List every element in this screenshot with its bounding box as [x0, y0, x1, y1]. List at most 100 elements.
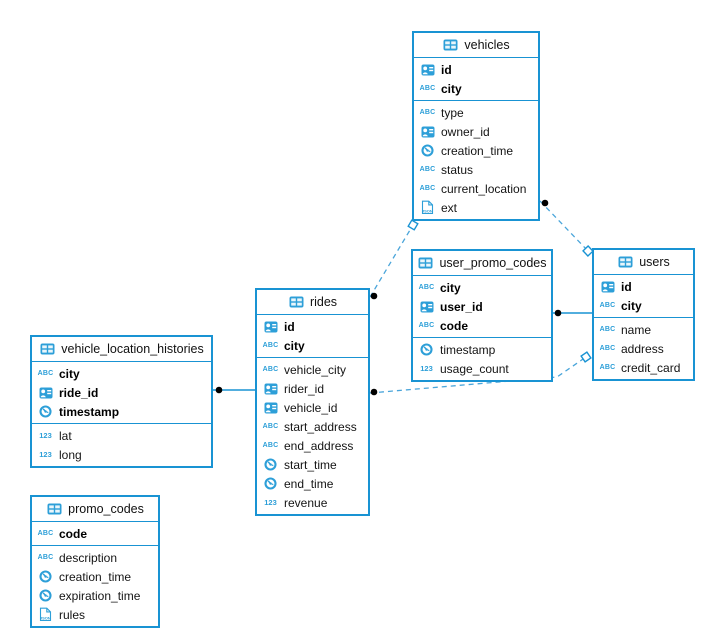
fk-end-dot [370, 292, 378, 300]
field-row-city[interactable]: ABC city [414, 79, 538, 98]
field-row-rider_id[interactable]: rider_id [257, 379, 368, 398]
field-name: end_address [284, 438, 354, 453]
field-name: creation_time [441, 143, 514, 158]
table-title: user_promo_codes [439, 256, 547, 270]
svg-text:JSON: JSON [40, 615, 51, 620]
field-name: timestamp [59, 404, 120, 419]
json-icon: JSON [419, 200, 436, 215]
field-row-owner_id[interactable]: owner_id [414, 122, 538, 141]
field-row-vehicle_id[interactable]: vehicle_id [257, 398, 368, 417]
relationship-vehicles-users[interactable] [539, 200, 589, 252]
field-row-end_address[interactable]: ABC end_address [257, 436, 368, 455]
field-row-id[interactable]: id [257, 317, 368, 336]
abc-icon: ABC [262, 442, 279, 449]
field-name: user_id [440, 299, 483, 314]
abc-icon: ABC [262, 342, 279, 349]
field-name: start_time [284, 457, 337, 472]
id-card-icon [599, 281, 616, 293]
field-name: owner_id [441, 124, 490, 139]
field-row-expiration_time[interactable]: expiration_time [32, 586, 158, 605]
field-row-id[interactable]: id [414, 60, 538, 79]
field-row-end_time[interactable]: end_time [257, 474, 368, 493]
field-row-city[interactable]: ABC city [413, 278, 551, 297]
field-name: code [440, 318, 469, 333]
field-row-start_time[interactable]: start_time [257, 455, 368, 474]
abc-icon: ABC [419, 185, 436, 192]
fk-end-dot [215, 386, 223, 394]
field-row-timestamp[interactable]: timestamp [32, 402, 211, 421]
abc-icon: ABC [262, 423, 279, 430]
table-title: promo_codes [68, 502, 144, 516]
field-row-ride_id[interactable]: ride_id [32, 383, 211, 402]
field-name: city [284, 338, 305, 353]
number-123-icon: 123 [39, 449, 52, 459]
field-name: credit_card [621, 360, 681, 375]
field-name: ride_id [59, 385, 99, 400]
table-header-rides[interactable]: rides [257, 290, 368, 315]
field-row-timestamp[interactable]: timestamp [413, 340, 551, 359]
clock-icon [37, 589, 54, 602]
table-header-vehicle_location_histories[interactable]: vehicle_location_histories [32, 337, 211, 362]
field-name: lat [59, 428, 72, 443]
field-row-id[interactable]: id [594, 277, 693, 296]
field-name: usage_count [440, 361, 509, 376]
abc-icon: ABC [419, 85, 436, 92]
table-header-users[interactable]: users [594, 250, 693, 275]
field-name: expiration_time [59, 588, 141, 603]
field-name: city [59, 366, 80, 381]
field-row-city[interactable]: ABC city [257, 336, 368, 355]
field-row-creation_time[interactable]: creation_time [32, 567, 158, 586]
table-icon [39, 343, 56, 355]
field-row-user_id[interactable]: user_id [413, 297, 551, 316]
abc-icon: ABC [418, 284, 435, 291]
field-name: city [440, 280, 461, 295]
field-row-ext[interactable]: JSON ext [414, 198, 538, 217]
fk-end-dot [554, 309, 562, 317]
field-name: vehicle_id [284, 400, 338, 415]
clock-icon [262, 458, 279, 471]
field-row-creation_time[interactable]: creation_time [414, 141, 538, 160]
table-header-promo_codes[interactable]: promo_codes [32, 497, 158, 522]
table-title: vehicle_location_histories [61, 342, 204, 356]
field-name: city [441, 81, 462, 96]
table-header-vehicles[interactable]: vehicles [414, 33, 538, 58]
id-card-icon [419, 64, 436, 76]
field-name: ext [441, 200, 458, 215]
relationship-rides-vehicles[interactable] [369, 224, 414, 298]
table-title: rides [309, 295, 338, 309]
field-name: timestamp [440, 342, 496, 357]
field-name: rider_id [284, 381, 325, 396]
abc-icon: ABC [37, 530, 54, 537]
table-header-user_promo_codes[interactable]: user_promo_codes [413, 251, 551, 276]
clock-icon [418, 343, 435, 356]
